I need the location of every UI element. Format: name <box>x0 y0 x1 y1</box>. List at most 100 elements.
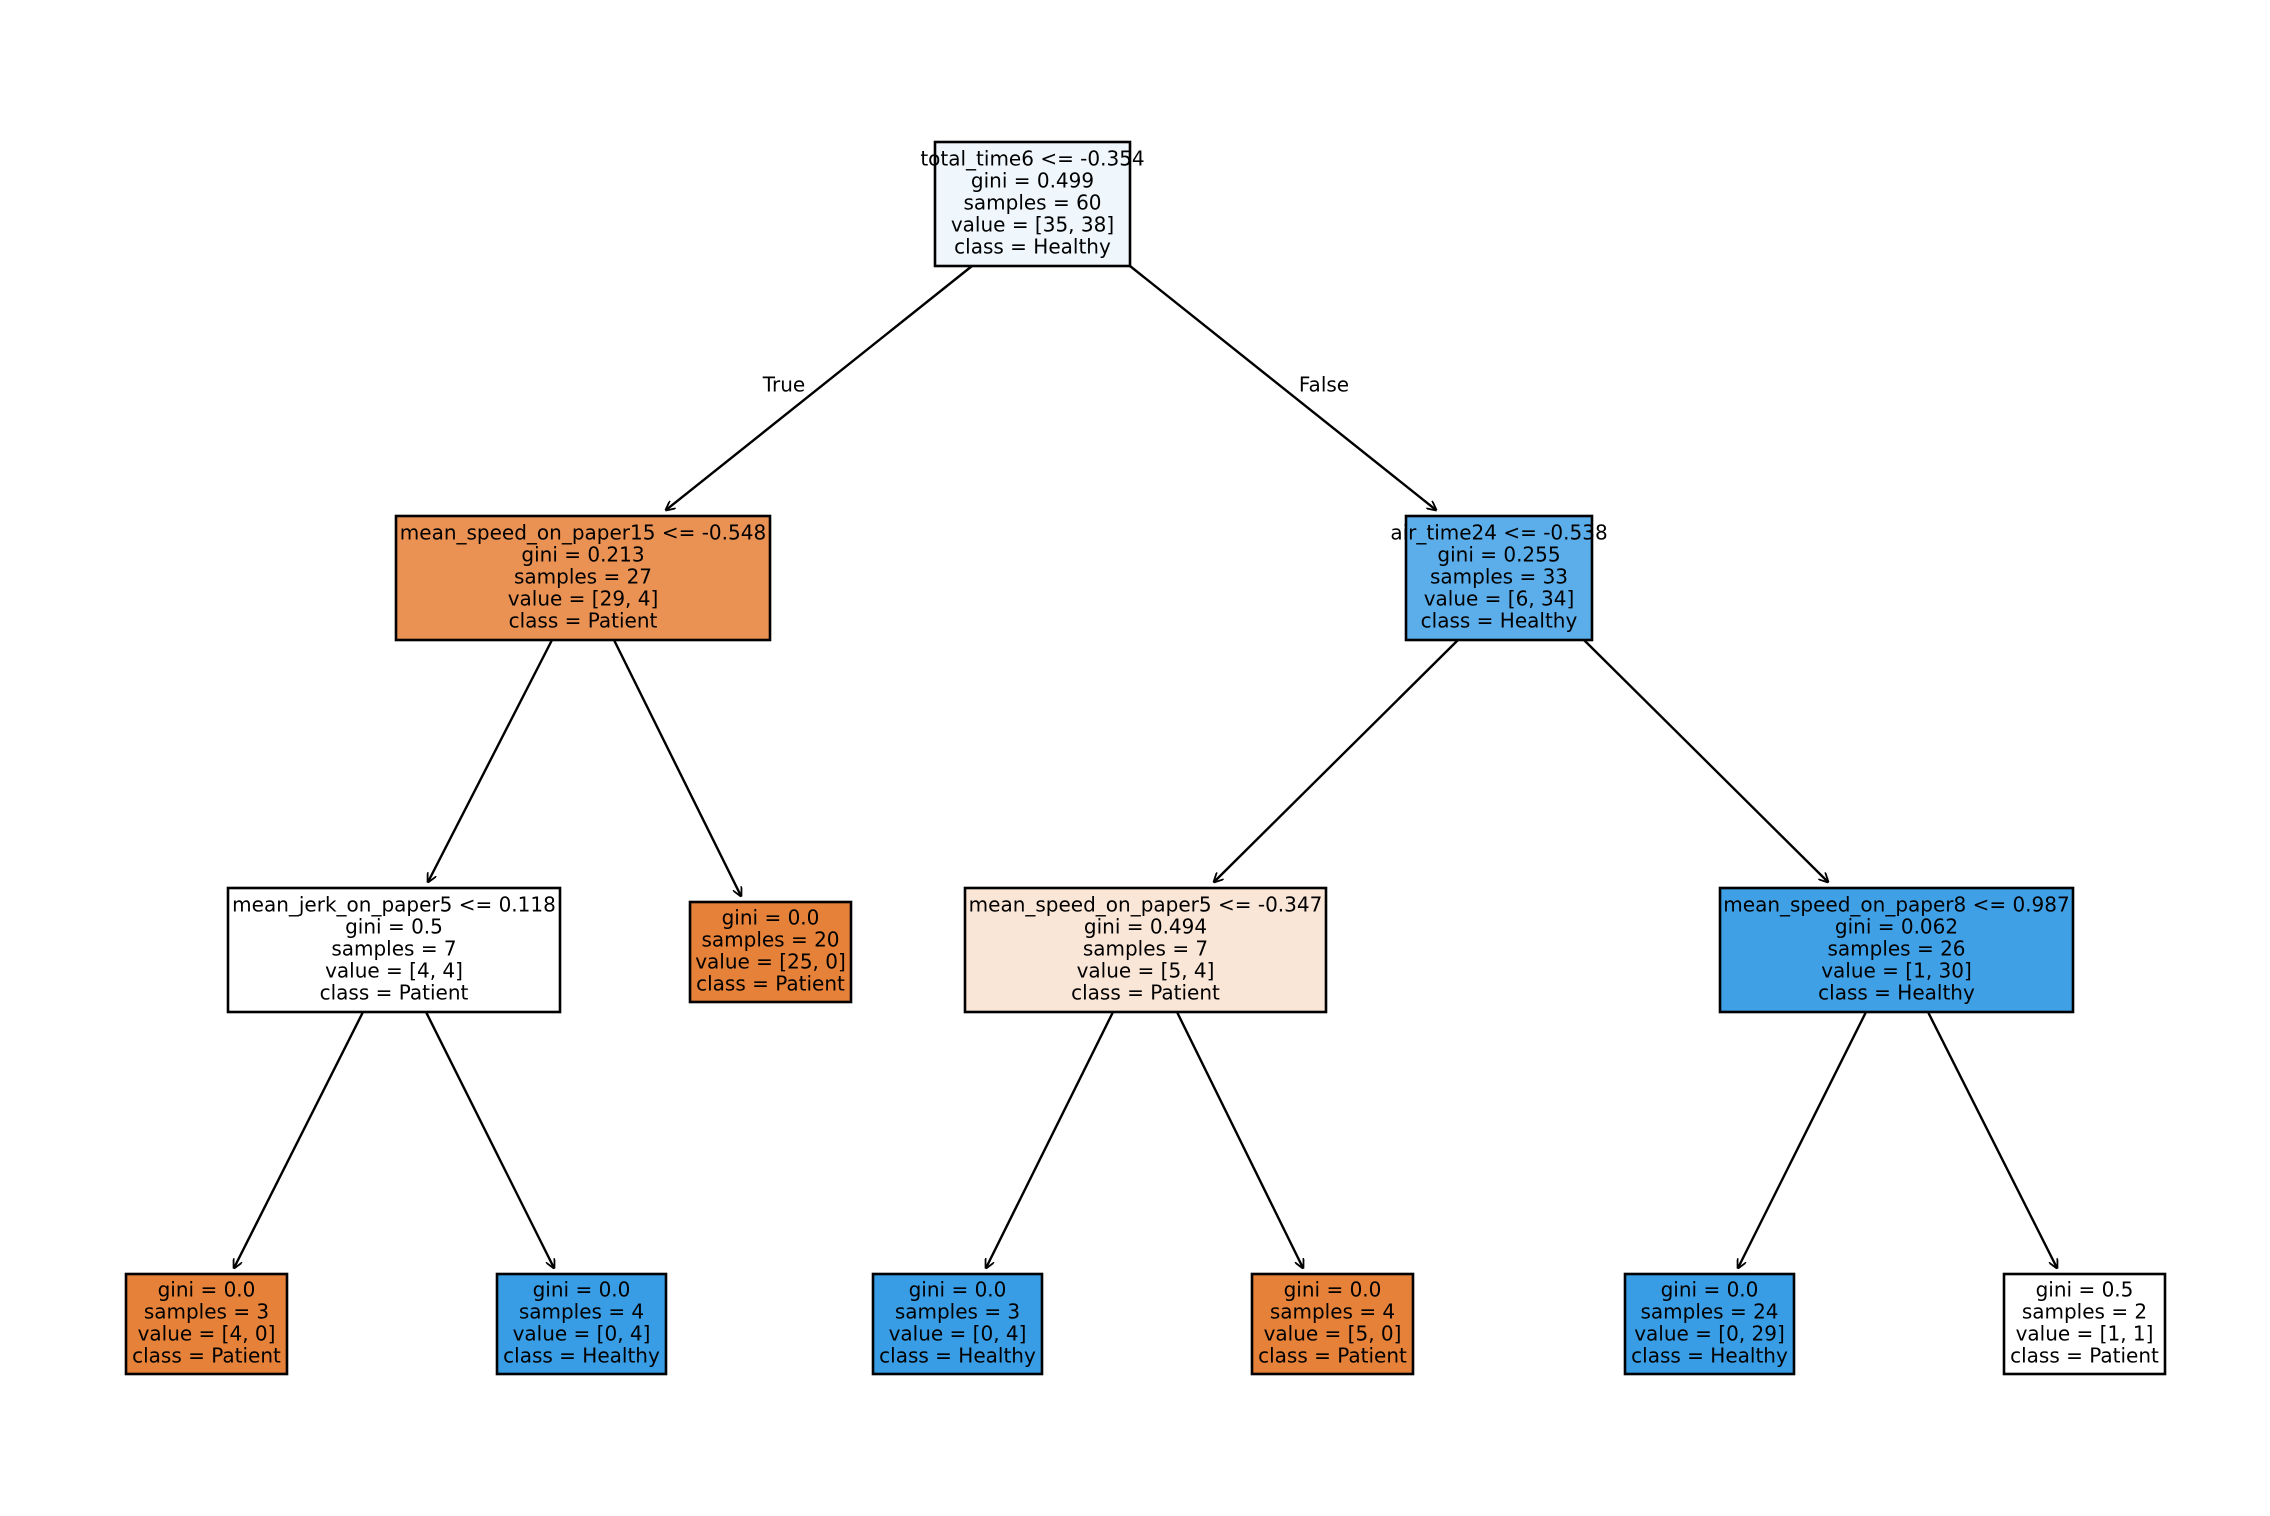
node-text-line: value = [1, 1] <box>2016 1322 2154 1346</box>
edge-label-false: False <box>1299 373 1349 397</box>
node-box <box>1718 886 2075 1014</box>
node-text-line: samples = 33 <box>1430 565 1568 589</box>
edge-n6-n7-arrow <box>1214 639 1459 882</box>
node-text-line: value = [6, 34] <box>1424 587 1575 611</box>
node-text-line: value = [35, 38] <box>951 213 1114 237</box>
node-text-line: value = [25, 0] <box>695 950 846 974</box>
node-box <box>688 900 853 1004</box>
edge-n6-n10-arrow <box>1583 639 1828 882</box>
node-text-line: class = Healthy <box>1818 981 1975 1005</box>
node-text-line: class = Healthy <box>1631 1344 1788 1368</box>
node-text-line: air_time24 <= -0.538 <box>1390 521 1607 545</box>
node-text-line: value = [4, 4] <box>325 959 463 983</box>
node-text-line: samples = 2 <box>2022 1300 2147 1324</box>
node-text-line: value = [0, 4] <box>889 1322 1027 1346</box>
edge-n2-n3-arrow <box>234 1011 365 1268</box>
node-text-line: value = [1, 30] <box>1821 959 1972 983</box>
node-text-line: value = [0, 29] <box>1634 1322 1785 1346</box>
node-text-line: gini = 0.0 <box>158 1278 256 1302</box>
edge-n0-n6-arrow <box>1129 265 1436 510</box>
node-text-line: samples = 20 <box>701 928 839 952</box>
edge-n2-n4-arrow <box>424 1011 554 1268</box>
node-text-line: samples = 7 <box>1083 937 1208 961</box>
node-box <box>933 140 1132 268</box>
edge-n7-n8-arrow <box>986 1011 1115 1268</box>
node-text-line: mean_speed_on_paper5 <= -0.347 <box>969 893 1323 917</box>
node-text-line: value = [4, 0] <box>138 1322 276 1346</box>
node-text-line: samples = 26 <box>1827 937 1965 961</box>
node-box <box>1404 514 1594 642</box>
node-text-line: class = Patient <box>1258 1344 1407 1368</box>
edge-n1-n2-arrow <box>428 639 554 882</box>
node-text-line: class = Patient <box>320 981 469 1005</box>
node-text-line: gini = 0.5 <box>2036 1278 2134 1302</box>
node-box <box>871 1272 1044 1376</box>
node-text-line: value = [5, 0] <box>1264 1322 1402 1346</box>
node-box <box>1623 1272 1796 1376</box>
node-text-line: value = [0, 4] <box>513 1322 651 1346</box>
node-text-line: gini = 0.499 <box>971 169 1094 193</box>
edges-layer: True False <box>234 265 2057 1268</box>
node-text-line: gini = 0.0 <box>722 906 820 930</box>
node-text-line: samples = 24 <box>1640 1300 1778 1324</box>
node-text-line: value = [5, 4] <box>1077 959 1215 983</box>
node-box <box>2002 1272 2167 1376</box>
node-text-line: class = Healthy <box>503 1344 660 1368</box>
node-text-line: gini = 0.213 <box>521 543 644 567</box>
node-text-line: samples = 4 <box>519 1300 644 1324</box>
edge-label-true: True <box>762 373 805 397</box>
node-box <box>226 886 562 1014</box>
node-text-line: samples = 27 <box>514 565 652 589</box>
node-text-line: gini = 0.0 <box>533 1278 631 1302</box>
node-text-line: mean_speed_on_paper8 <= 0.987 <box>1723 893 2069 917</box>
node-text-line: gini = 0.0 <box>1284 1278 1382 1302</box>
node-text-line: class = Healthy <box>1421 609 1578 633</box>
node-text-line: mean_speed_on_paper15 <= -0.548 <box>400 521 766 545</box>
node-text-line: class = Healthy <box>954 235 1111 259</box>
node-text-line: class = Patient <box>1071 981 1220 1005</box>
node-text-line: samples = 3 <box>144 1300 269 1324</box>
node-text-line: class = Patient <box>696 972 845 996</box>
node-text-line: gini = 0.0 <box>1661 1278 1759 1302</box>
node-text-line: gini = 0.5 <box>345 915 443 939</box>
node-text-line: samples = 60 <box>963 191 1101 215</box>
edge-n10-n12-arrow <box>1926 1011 2057 1268</box>
edge-n0-n1-arrow <box>666 265 973 510</box>
edge-n10-n11-arrow <box>1738 1011 1868 1268</box>
node-text-line: class = Patient <box>132 1344 281 1368</box>
edge-n7-n9-arrow <box>1175 1011 1303 1268</box>
node-text-line: class = Patient <box>509 609 658 633</box>
node-text-line: gini = 0.494 <box>1084 915 1207 939</box>
node-box <box>495 1272 668 1376</box>
node-text-line: class = Healthy <box>879 1344 1036 1368</box>
node-box <box>1250 1272 1415 1376</box>
node-text-line: samples = 4 <box>1270 1300 1395 1324</box>
node-text-line: gini = 0.0 <box>909 1278 1007 1302</box>
node-box <box>963 886 1328 1014</box>
node-text-line: gini = 0.062 <box>1835 915 1958 939</box>
edge-n1-n5-arrow <box>612 639 741 896</box>
node-box <box>394 514 772 642</box>
node-text-line: total_time6 <= -0.354 <box>920 147 1144 171</box>
node-text-line: gini = 0.255 <box>1437 543 1560 567</box>
node-text-line: mean_jerk_on_paper5 <= 0.118 <box>232 893 556 917</box>
node-text-line: samples = 7 <box>331 937 456 961</box>
node-text-line: class = Patient <box>2010 1344 2159 1368</box>
node-box <box>124 1272 289 1376</box>
node-text-line: value = [29, 4] <box>508 587 659 611</box>
